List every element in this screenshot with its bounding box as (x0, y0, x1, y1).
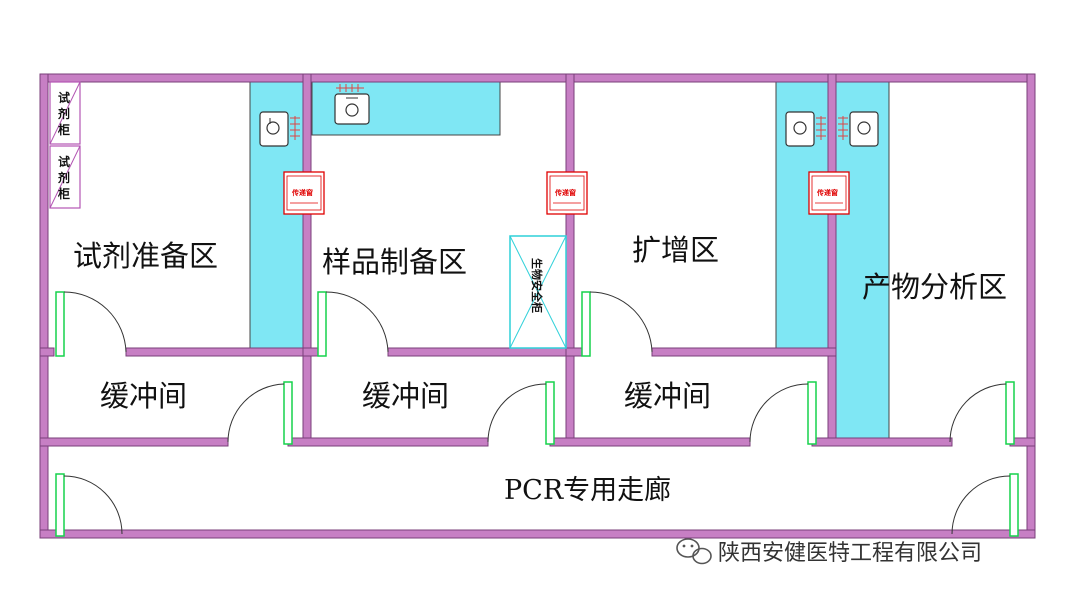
room-label-buffer-3: 缓冲间 (624, 379, 711, 413)
pass-window-2-label: 传递窗 (554, 188, 576, 197)
wall-h2-d (811, 437, 953, 447)
door-reagent-prep[interactable] (55, 291, 127, 357)
wall-h2-b (287, 437, 489, 447)
wechat-icon (676, 538, 712, 565)
reagent-cabinet-2-char-2: 剂 (57, 170, 70, 185)
reagent-cabinet-1-char-3: 柜 (57, 122, 70, 137)
pass-window-3-label: 传递窗 (816, 188, 838, 197)
wall-v3 (827, 73, 837, 447)
door-analysis-buffer[interactable] (949, 381, 1015, 445)
pass-window-1-label: 传递窗 (291, 188, 313, 197)
pass-window-3: 传递窗 (808, 171, 850, 215)
reagent-cabinet-2: 试 剂 柜 (49, 145, 81, 209)
wall-h2-a (39, 437, 229, 447)
reagent-cabinet-1-char-2: 剂 (57, 106, 70, 121)
wall-h1-a (39, 347, 55, 357)
wall-h1-f (651, 347, 837, 357)
reagent-cabinet-2-char-1: 试 (58, 154, 70, 169)
door-buffer-3[interactable] (749, 381, 817, 445)
sink-1 (259, 111, 300, 147)
outer-wall-left (39, 73, 49, 539)
pass-window-1: 传递窗 (283, 171, 325, 215)
doors (55, 291, 1019, 537)
door-sample-prep[interactable] (317, 291, 389, 357)
biosafety-cabinet-label: 生物安全柜 (530, 258, 544, 313)
watermark-text: 陕西安健医特工程有限公司 (718, 541, 982, 566)
door-corridor-left[interactable] (55, 473, 123, 537)
wall-h1-d (387, 347, 575, 357)
sink-4 (838, 111, 879, 147)
door-amplification[interactable] (581, 291, 653, 357)
sink-2 (334, 84, 370, 125)
outer-wall-right (1026, 73, 1036, 539)
room-label-product-analysis: 产物分析区 (862, 270, 1007, 304)
wall-v2 (565, 73, 575, 447)
door-buffer-2[interactable] (487, 381, 555, 445)
reagent-cabinet-1: 试 剂 柜 (49, 81, 81, 145)
pass-window-2: 传递窗 (546, 171, 588, 215)
room-label-sample-prep: 样品制备区 (322, 245, 467, 279)
room-label-corridor: PCR专用走廊 (504, 475, 671, 506)
wall-v1 (302, 73, 312, 447)
door-corridor-right[interactable] (951, 473, 1019, 537)
reagent-cabinet-1-char-1: 试 (58, 90, 70, 105)
reagent-cabinet-2-char-3: 柜 (57, 186, 70, 201)
room-label-buffer-1: 缓冲间 (100, 379, 187, 413)
wall-h2-c (549, 437, 751, 447)
wall-h1-b (125, 347, 312, 357)
biosafety-cabinet: 生物安全柜 (509, 235, 567, 349)
room-label-reagent-prep: 试剂准备区 (73, 239, 218, 273)
sink-3 (785, 111, 826, 147)
outer-wall-top (39, 73, 1036, 83)
wall-h1-e (565, 347, 583, 357)
outer-wall-bottom (39, 529, 1036, 539)
door-buffer-1[interactable] (227, 381, 293, 445)
room-label-buffer-2: 缓冲间 (362, 379, 449, 413)
wall-h1-c (302, 347, 320, 357)
watermark: 陕西安健医特工程有限公司 (676, 538, 982, 566)
room-label-amplification: 扩增区 (632, 233, 719, 267)
